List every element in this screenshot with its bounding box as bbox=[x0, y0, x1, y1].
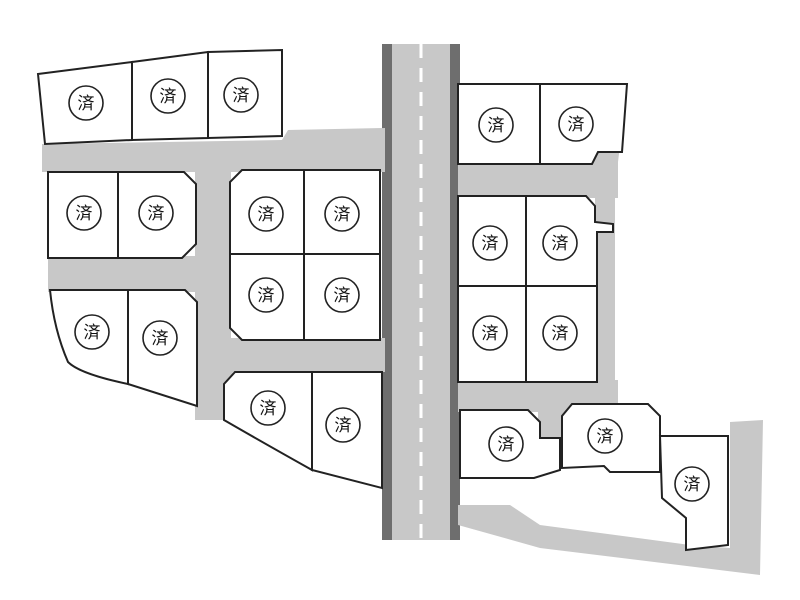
sold-badge-lot-19: 済 bbox=[542, 315, 578, 351]
sold-badge-lot-16: 済 bbox=[472, 225, 508, 261]
sold-badge-lot-4: 済 bbox=[66, 195, 102, 231]
sold-badge-ring bbox=[74, 314, 110, 350]
sold-badge-ring bbox=[674, 466, 710, 502]
sold-badge-lot-9: 済 bbox=[324, 277, 360, 313]
sold-badge-ring bbox=[248, 196, 284, 232]
left-middle-road bbox=[48, 256, 233, 292]
sold-badge-ring bbox=[472, 225, 508, 261]
left-upper-road bbox=[42, 128, 385, 172]
sold-badge-label: 済 bbox=[78, 94, 95, 114]
sold-badge-label: 済 bbox=[552, 234, 569, 254]
sold-badge-lot-14: 済 bbox=[478, 107, 514, 143]
sold-badge-lot-15: 済 bbox=[558, 106, 594, 142]
sold-badge-lot-21: 済 bbox=[587, 418, 623, 454]
sold-badge-lot-11: 済 bbox=[142, 320, 178, 356]
right-upper-road bbox=[458, 162, 618, 198]
sold-badge-lot-18: 済 bbox=[472, 315, 508, 351]
sold-badge-label: 済 bbox=[488, 116, 505, 136]
sold-badge-ring bbox=[324, 277, 360, 313]
sold-badge-lot-6: 済 bbox=[248, 196, 284, 232]
sold-badge-lot-13: 済 bbox=[325, 407, 361, 443]
road-network bbox=[42, 44, 763, 575]
sold-badge-label: 済 bbox=[84, 323, 101, 343]
sold-badge-label: 済 bbox=[258, 205, 275, 225]
sold-badge-ring bbox=[150, 78, 186, 114]
sold-badge-lot-17: 済 bbox=[542, 225, 578, 261]
sold-badge-lot-2: 済 bbox=[150, 78, 186, 114]
sold-badge-ring bbox=[542, 225, 578, 261]
sold-badge-ring bbox=[325, 407, 361, 443]
right-bottom-road bbox=[458, 420, 763, 575]
sold-badge-label: 済 bbox=[482, 324, 499, 344]
sold-badge-label: 済 bbox=[260, 399, 277, 419]
sold-badge-label: 済 bbox=[597, 427, 614, 447]
sold-badge-ring bbox=[138, 195, 174, 231]
sold-badge-lot-10: 済 bbox=[74, 314, 110, 350]
sold-badge-lot-3: 済 bbox=[223, 77, 259, 113]
sold-badge-ring bbox=[68, 85, 104, 121]
left-lower-road bbox=[195, 338, 385, 420]
sold-badge-ring bbox=[324, 196, 360, 232]
sold-badge-lot-20: 済 bbox=[488, 426, 524, 462]
sold-badge-ring bbox=[542, 315, 578, 351]
sold-badge-label: 済 bbox=[568, 115, 585, 135]
right-spine-road bbox=[595, 195, 615, 415]
sold-badge-ring bbox=[558, 106, 594, 142]
sold-badge-label: 済 bbox=[148, 204, 165, 224]
sold-badge-label: 済 bbox=[76, 204, 93, 224]
sold-badge-label: 済 bbox=[498, 435, 515, 455]
sold-badge-label: 済 bbox=[334, 205, 351, 225]
sold-badge-label: 済 bbox=[684, 475, 701, 495]
sold-badge-lot-5: 済 bbox=[138, 195, 174, 231]
sold-badge-label: 済 bbox=[335, 416, 352, 436]
sold-badge-ring bbox=[223, 77, 259, 113]
sold-badge-ring bbox=[478, 107, 514, 143]
sold-badge-ring bbox=[488, 426, 524, 462]
sold-badge-ring bbox=[250, 390, 286, 426]
sold-badge-label: 済 bbox=[152, 329, 169, 349]
sold-badges: 済済済済済済済済済済済済済済済済済済済済済済 bbox=[66, 77, 710, 502]
sold-badge-label: 済 bbox=[334, 286, 351, 306]
sold-badge-label: 済 bbox=[482, 234, 499, 254]
sold-badge-label: 済 bbox=[233, 86, 250, 106]
sold-badge-ring bbox=[66, 195, 102, 231]
sold-badge-label: 済 bbox=[160, 87, 177, 107]
sold-badge-lot-22: 済 bbox=[674, 466, 710, 502]
sold-badge-lot-12: 済 bbox=[250, 390, 286, 426]
sold-badge-ring bbox=[142, 320, 178, 356]
sold-badge-label: 済 bbox=[258, 286, 275, 306]
sold-badge-lot-1: 済 bbox=[68, 85, 104, 121]
sold-badge-lot-7: 済 bbox=[324, 196, 360, 232]
sold-badge-ring bbox=[248, 277, 284, 313]
sold-badge-lot-8: 済 bbox=[248, 277, 284, 313]
main-road-edge-left bbox=[382, 44, 392, 540]
sold-badge-label: 済 bbox=[552, 324, 569, 344]
sold-badge-ring bbox=[472, 315, 508, 351]
sold-badge-ring bbox=[587, 418, 623, 454]
main-road-edge-right bbox=[450, 44, 460, 540]
